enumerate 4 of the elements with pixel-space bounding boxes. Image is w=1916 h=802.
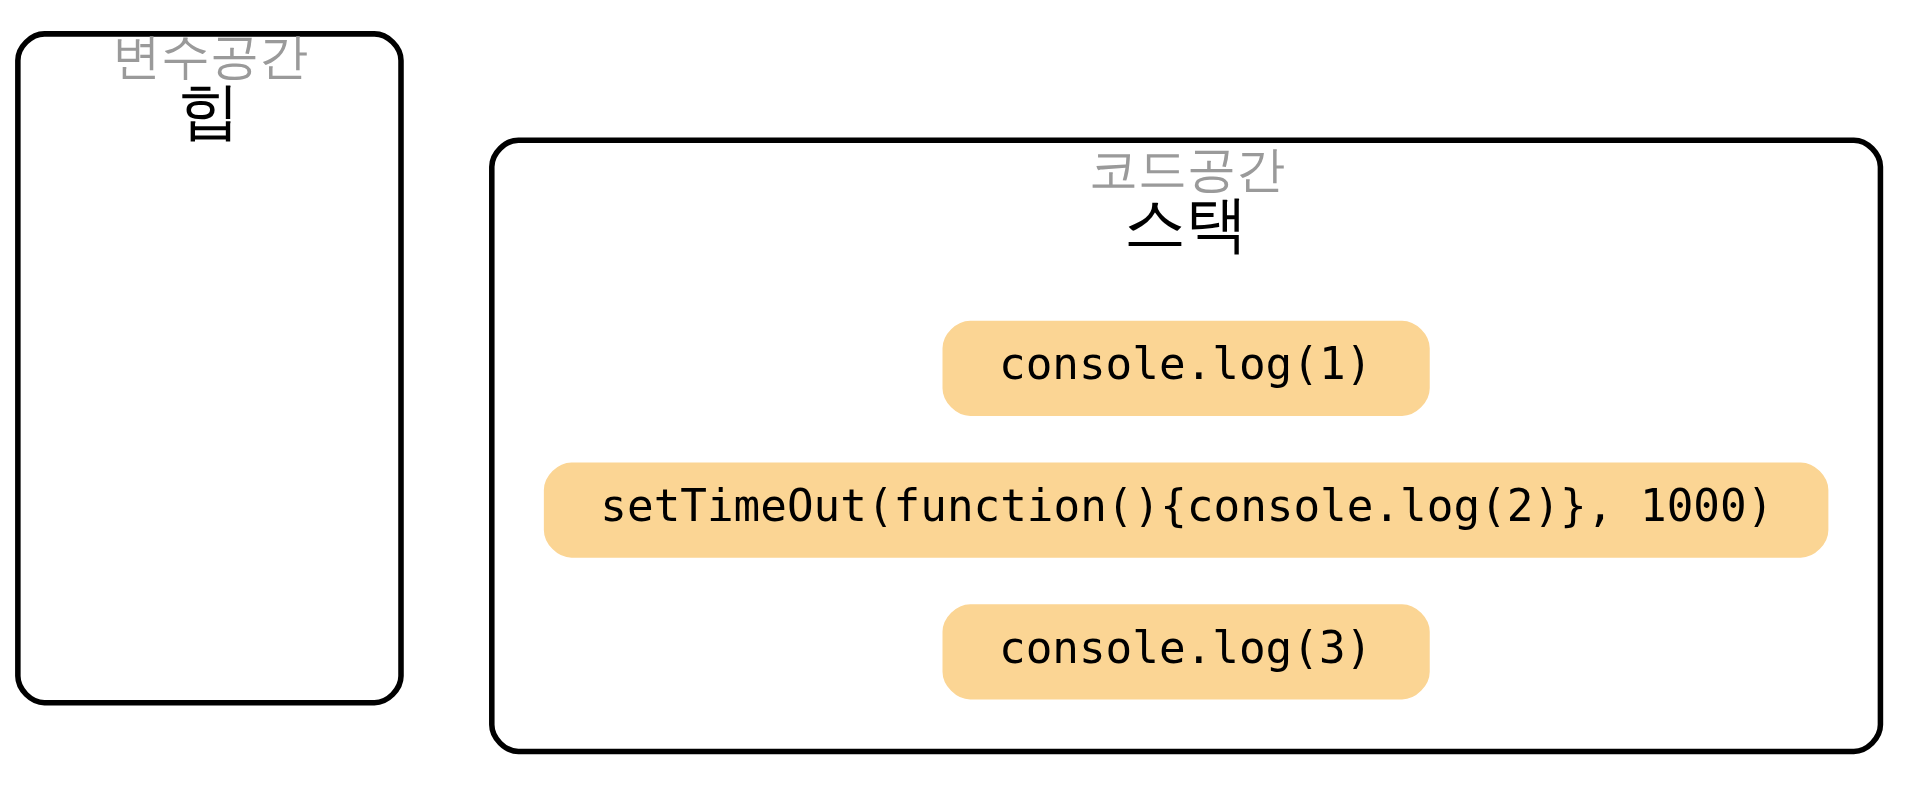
node-box: 변수공간 힙 xyxy=(15,30,404,705)
node-box: console.log(3) xyxy=(942,603,1430,699)
node-box: setTimeOut(function(){console.log(2)}, 1000) xyxy=(543,461,1829,558)
node-box: console.log(1) xyxy=(942,320,1430,416)
